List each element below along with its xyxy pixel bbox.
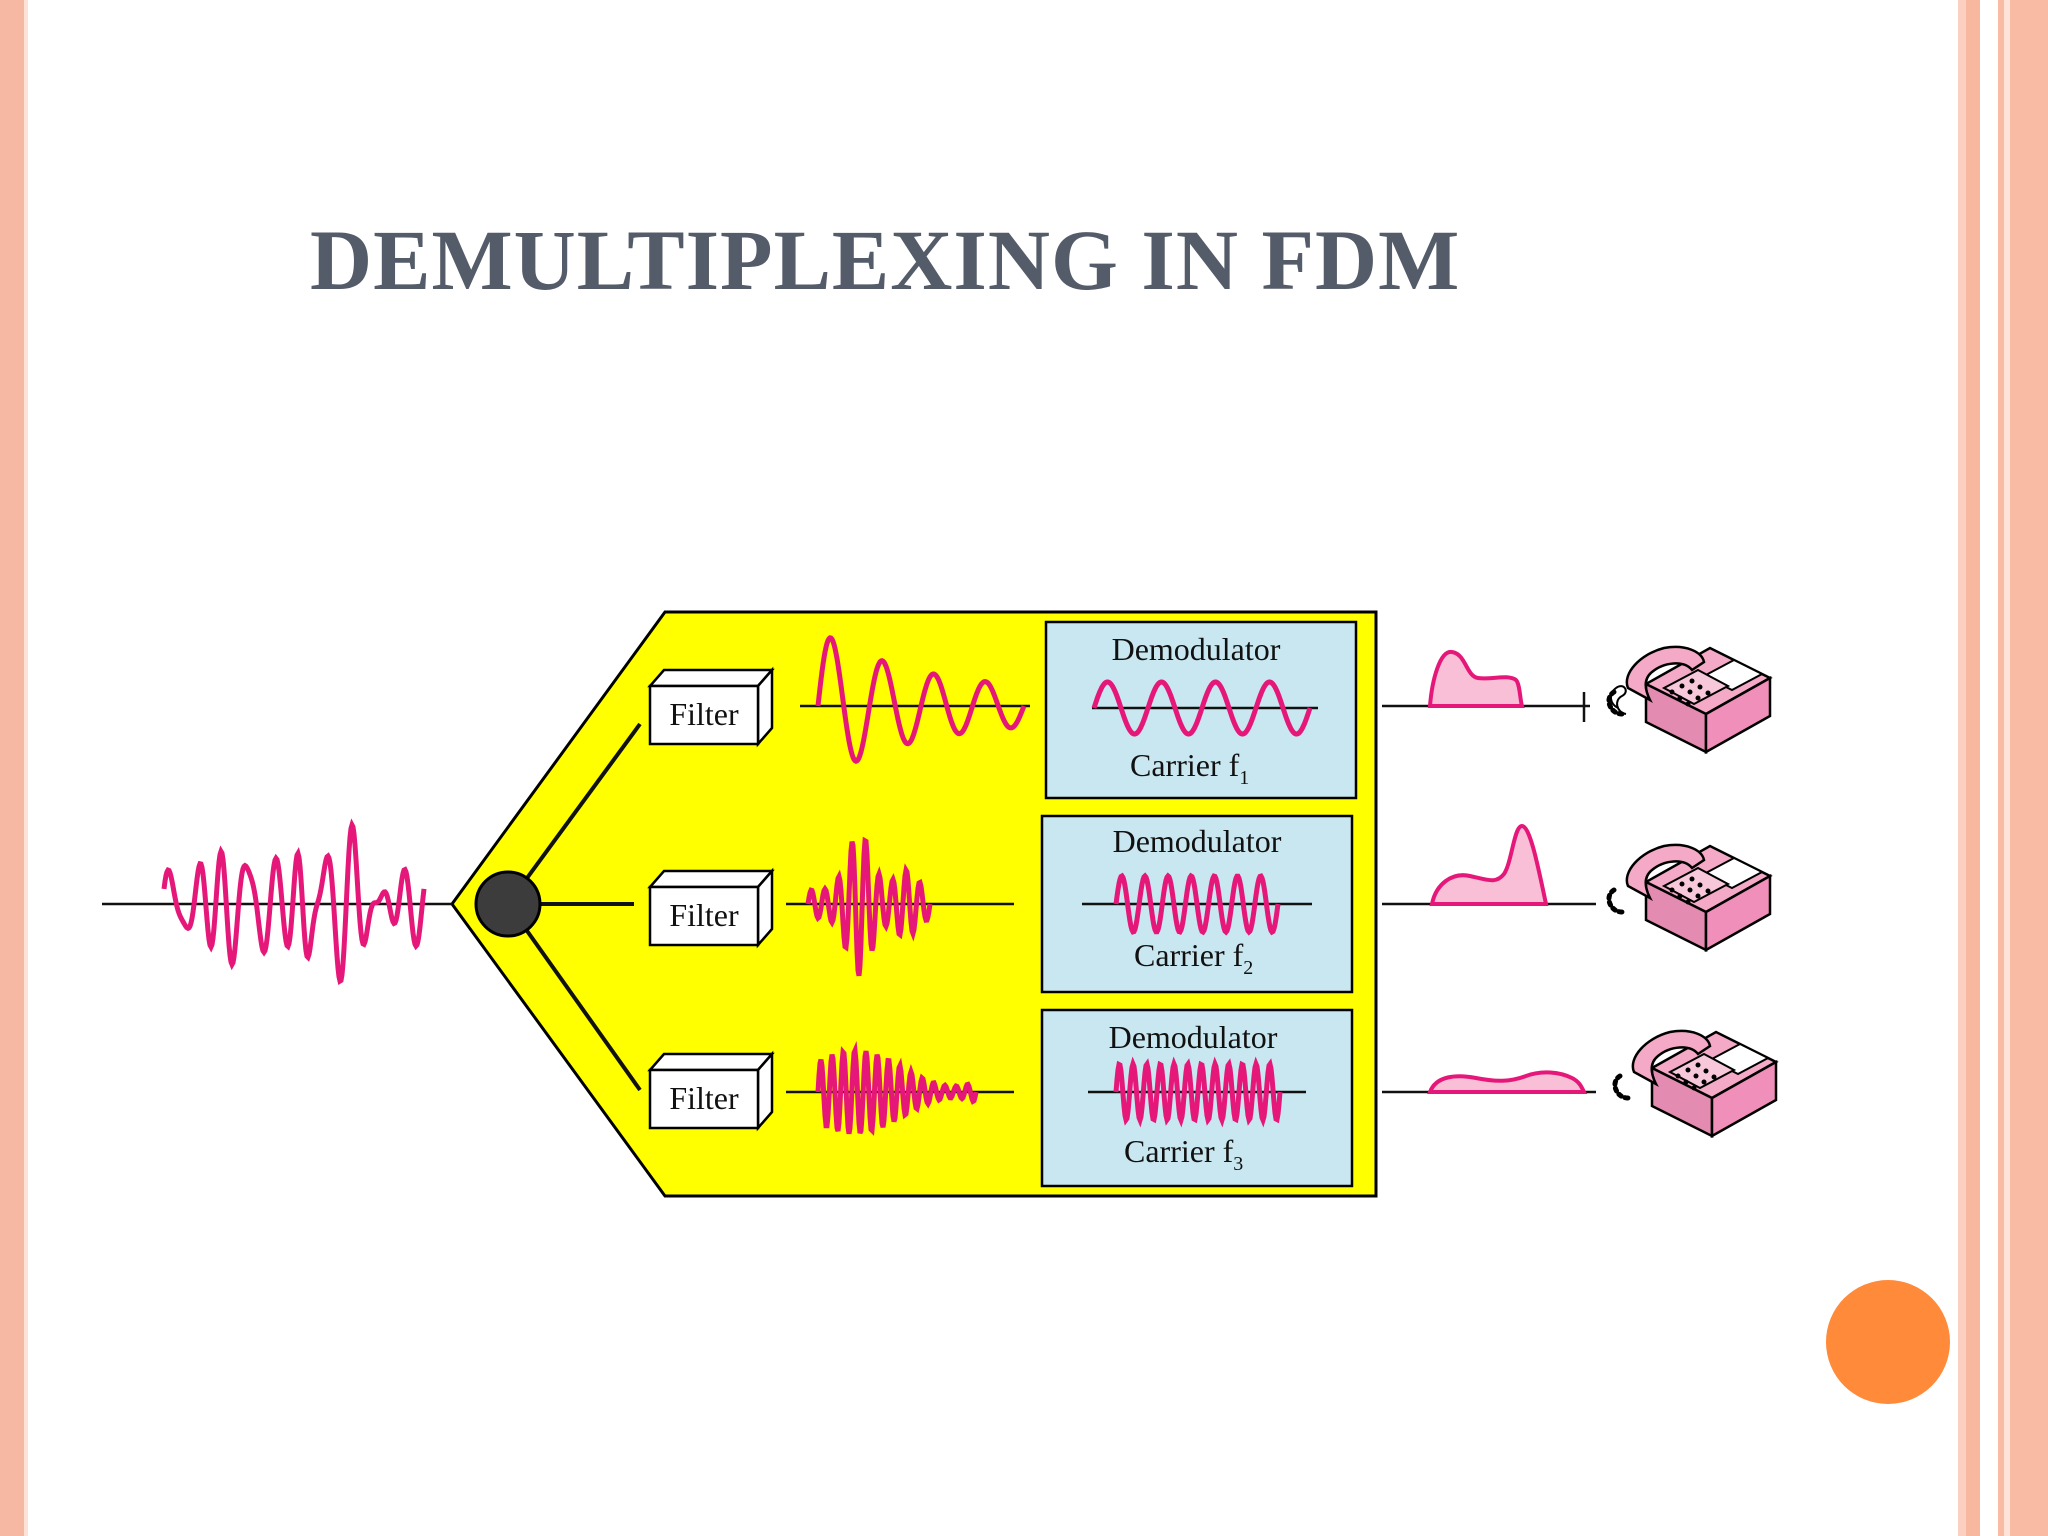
right-border-stripe: [1966, 0, 1980, 1536]
demodulator-label: Demodulator: [1113, 823, 1282, 859]
carrier-wave-3: [1113, 1056, 1283, 1128]
svg-text:Carrier f2: Carrier f2: [1134, 937, 1253, 979]
filtered-signal-1: [815, 635, 1027, 764]
telephone-icon: [1606, 843, 1773, 953]
carrier-label: Carrier f: [1124, 1133, 1234, 1169]
output-signal-1: [1427, 650, 1525, 708]
carrier-subscript: 2: [1243, 957, 1253, 979]
composite-input-signal: [161, 818, 427, 986]
carrier-label: Carrier f: [1134, 937, 1244, 973]
filtered-signal-2: [805, 836, 933, 977]
accent-dot: [1826, 1280, 1950, 1404]
filter-label: Filter: [669, 696, 739, 732]
right-border-gap: [1980, 0, 1998, 1536]
telephone-icon: [1612, 1029, 1779, 1139]
carrier-wave-2: [1113, 872, 1281, 936]
slide-title: DEMULTIPLEXING IN FDM: [310, 212, 1461, 308]
left-border: [0, 0, 24, 1536]
carrier-subscript: 3: [1233, 1153, 1243, 1175]
filter-2: Filter: [647, 867, 775, 949]
demodulator-2: Demodulator Carrier f2: [1040, 814, 1354, 994]
split-line-bottom: [506, 902, 642, 1092]
carrier-wave-1: [1091, 679, 1313, 737]
demodulator-3: Demodulator Carrier f3: [1040, 1008, 1354, 1188]
svg-text:Carrier f1: Carrier f1: [1130, 747, 1249, 789]
output-signal-3: [1427, 1070, 1588, 1094]
svg-text:Carrier f3: Carrier f3: [1124, 1133, 1243, 1175]
right-border-highlight: [2004, 0, 2010, 1536]
demodulator-1: Demodulator Carrier f1: [1044, 620, 1358, 800]
left-border-inner: [24, 0, 28, 1536]
filter-1: Filter: [647, 666, 775, 748]
filter-label: Filter: [669, 1080, 739, 1116]
demodulator-label: Demodulator: [1112, 631, 1281, 667]
demodulator-label: Demodulator: [1109, 1019, 1278, 1055]
filtered-signal-3: [815, 1040, 979, 1136]
output-signal-2: [1429, 823, 1549, 906]
right-border-stripe: [1958, 0, 1966, 1536]
filter-3: Filter: [647, 1050, 775, 1132]
telephone-icon: [1606, 645, 1773, 755]
carrier-subscript: 1: [1239, 767, 1249, 789]
carrier-label: Carrier f: [1130, 747, 1240, 783]
filter-label: Filter: [669, 897, 739, 933]
split-line-top: [506, 722, 642, 906]
splitter-node: [474, 870, 542, 938]
